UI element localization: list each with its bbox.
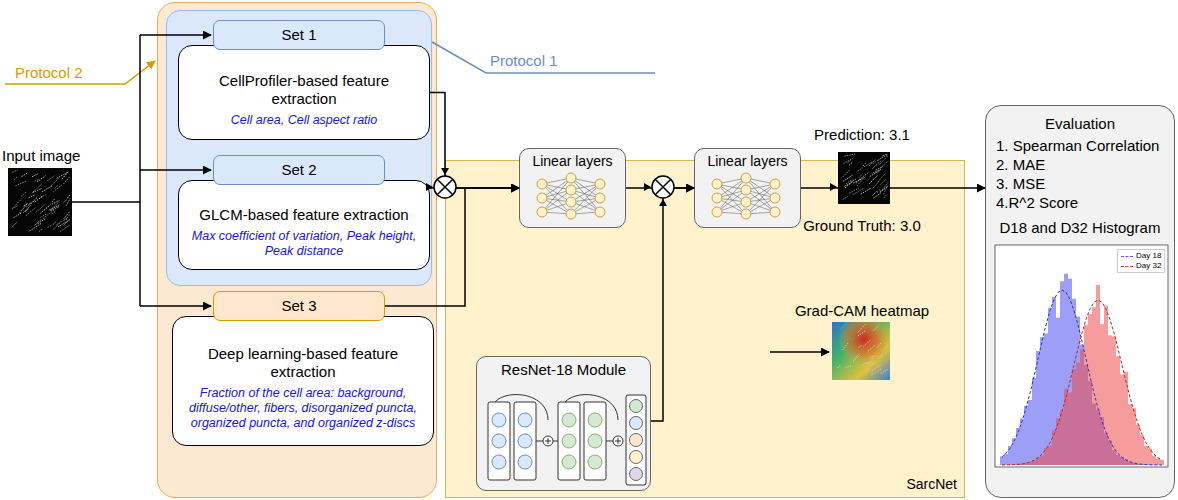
cell-texture: [12, 170, 70, 232]
feature-list: Max coefficient of variation, Peak heigh…: [189, 229, 419, 259]
flow-arrow: [430, 93, 519, 189]
histogram-bars: [1000, 274, 1164, 465]
legend-row: Day 32: [1121, 261, 1161, 271]
set-title: Set 2: [281, 161, 316, 179]
input-arrow: [140, 34, 211, 36]
panel-title: Evaluation: [996, 114, 1164, 133]
feature-box: CellProfiler-based feature extractionCel…: [178, 45, 430, 140]
protocol-label: Protocol 2: [15, 64, 83, 82]
image-label: Input image: [2, 147, 80, 165]
cell-texture: [837, 324, 888, 376]
cell-texture: [843, 154, 888, 200]
model-name: SarcNet: [906, 476, 957, 492]
feature-list: Cell area, Cell aspect ratio: [231, 113, 378, 128]
flow-arrow: [385, 188, 519, 306]
prediction-label: Prediction: 3.1: [814, 126, 910, 144]
network-icon: [488, 173, 780, 485]
metric-item: 2. MAE: [996, 155, 1164, 174]
histogram-axes: [995, 245, 1168, 467]
layer-name: Linear layers: [532, 153, 612, 170]
protocol2-line: [5, 61, 155, 84]
protocol-label: Protocol 1: [490, 52, 558, 70]
gradcam-heatmap: [832, 322, 890, 380]
metric-item: 1. Spearman Correlation: [996, 136, 1164, 155]
layer-name: Linear layers: [707, 153, 787, 170]
module-name: ResNet-18 Module: [501, 361, 626, 379]
ground-truth-label: Ground Truth: 3.0: [803, 217, 921, 235]
set-title: Set 1: [281, 26, 316, 44]
chart-title: D18 and D32 Histogram: [996, 218, 1164, 237]
input-arrow: [140, 169, 211, 171]
flow-arrow: [801, 187, 985, 189]
protocol1-line: [432, 42, 655, 73]
gradcam-hotspot: [832, 322, 890, 380]
input-arrow: [140, 305, 211, 307]
method-name: Deep learning-based feature extraction: [183, 345, 423, 381]
metric-item: 4.R^2 Score: [996, 193, 1164, 212]
method-name: CellProfiler-based feature extraction: [189, 72, 419, 108]
set-header: Set 3: [213, 291, 385, 321]
flow-arrow: [651, 188, 694, 421]
input-image: [8, 168, 72, 236]
set-title: Set 3: [281, 297, 316, 315]
feature-list: Fraction of the cell area: background, d…: [183, 386, 423, 431]
set-header: Set 2: [213, 155, 385, 185]
heatmap-label: Grad-CAM heatmap: [795, 302, 929, 320]
legend-text: Day 18: [1136, 251, 1161, 261]
legend-sample: [1121, 256, 1133, 257]
legend-sample: [1121, 266, 1133, 267]
set-header: Set 1: [213, 20, 385, 50]
multiply-symbol: [426, 168, 456, 198]
heatmap-arrow: [770, 351, 829, 353]
chart-legend: Day 18Day 32: [1117, 249, 1165, 273]
metric-item: 3. MSE: [996, 174, 1164, 193]
method-name: GLCM-based feature extraction: [199, 206, 408, 224]
multiply-symbol: [644, 176, 674, 206]
prediction-image: [838, 152, 890, 204]
feature-box: Deep learning-based feature extractionFr…: [172, 316, 434, 446]
arrow-head: [830, 183, 837, 191]
legend-row: Day 18: [1121, 251, 1161, 261]
legend-text: Day 32: [1136, 261, 1161, 271]
feature-box: GLCM-based feature extractionMax coeffic…: [178, 180, 430, 270]
